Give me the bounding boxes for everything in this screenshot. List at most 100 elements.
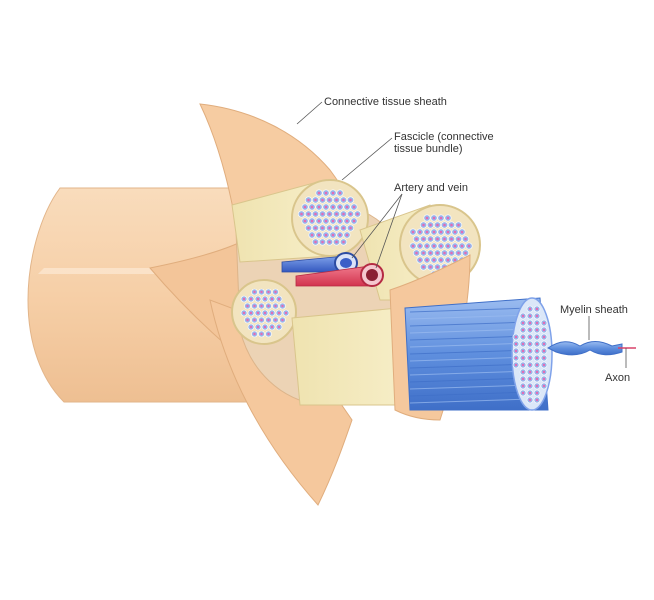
axon-core-dot — [528, 307, 532, 311]
axon-core-dot — [467, 244, 471, 248]
axon-core-dot — [253, 318, 256, 322]
artery-lumen — [366, 269, 378, 281]
axon-core-dot — [443, 237, 446, 241]
axon-core-dot — [303, 205, 307, 209]
axon-core-dot — [535, 370, 539, 374]
axon-core-dot — [274, 290, 277, 294]
label-connective-sheath: Connective tissue sheath — [324, 96, 447, 108]
axon-core-dot — [446, 258, 450, 262]
axon-core-dot — [345, 233, 349, 237]
axon-core-dot — [328, 240, 331, 244]
myelinated-fiber-stripe — [409, 363, 531, 369]
axon-core-dot — [425, 244, 429, 248]
axon-core-dot — [521, 349, 525, 353]
myelinated-fiber-stripe — [409, 314, 531, 320]
axon-core-dot — [307, 212, 310, 216]
axon-core-dot — [453, 258, 457, 262]
artery-and-vein — [281, 252, 384, 287]
axon-core-dot — [425, 216, 429, 220]
label-fascicle-line2: tissue bundle) — [394, 143, 463, 155]
axon-core-dot — [331, 219, 335, 223]
axon-core-dot — [521, 370, 525, 374]
axon-core-dot — [521, 342, 525, 346]
axon-core-dot — [535, 321, 539, 325]
axon-core-dot — [528, 363, 532, 367]
axon-core-dot — [331, 191, 335, 195]
axon-core-dot — [263, 297, 267, 301]
axon-core-dot — [528, 328, 532, 332]
axon-core-dot — [521, 363, 525, 367]
axon-core-dot — [429, 265, 432, 269]
axon-core-dot — [521, 321, 525, 325]
axon-core-dot — [432, 216, 436, 220]
axon-core-dot — [453, 244, 457, 248]
myelinated-fiber-stripe — [409, 398, 531, 404]
axon-core-dot — [281, 318, 284, 322]
axon-core-dot — [514, 349, 518, 353]
axon-core-dot — [425, 258, 429, 262]
axon-core-dot — [321, 240, 324, 244]
axon-core-dot — [260, 318, 263, 322]
axon-core-dot — [450, 223, 453, 227]
axon-core-dot — [256, 297, 260, 301]
axon-core-dot — [263, 311, 267, 315]
axon-core-dot — [317, 219, 321, 223]
axon-core-dot — [535, 342, 539, 346]
axon-core-dot — [267, 318, 270, 322]
axon-core-dot — [436, 251, 439, 255]
axon-core-dot — [429, 251, 432, 255]
myelinated-fiber-stripe — [409, 370, 531, 376]
axon-core-dot — [267, 290, 270, 294]
label-axon: Axon — [605, 372, 630, 384]
axon-core-dot — [535, 314, 539, 318]
axon-core-dot — [335, 212, 338, 216]
axon-core-dot — [528, 398, 532, 402]
labels: Connective tissue sheath Fascicle (conne… — [324, 96, 630, 384]
axon-core-dot — [310, 219, 314, 223]
axon-core-dot — [274, 318, 277, 322]
axon-core-dot — [349, 212, 352, 216]
axon-core-dot — [253, 304, 256, 308]
axon-core-dot — [460, 230, 464, 234]
axon-core-dot — [415, 251, 418, 255]
axon-core-dot — [528, 384, 532, 388]
axon-core-dot — [542, 370, 546, 374]
axon-core-dot — [521, 391, 525, 395]
axon-core-dot — [317, 233, 321, 237]
myelinated-fiber-stripe — [409, 349, 531, 355]
axon-core-dot — [345, 219, 349, 223]
axon-core-dot — [457, 223, 460, 227]
axon-core-dot — [256, 325, 260, 329]
axon-core-dot — [342, 240, 345, 244]
axon-core-dot — [446, 216, 450, 220]
axon-core-dot — [432, 258, 436, 262]
axon-core-dot — [324, 219, 328, 223]
axon-core-dot — [246, 304, 249, 308]
axon-core-dot — [521, 377, 525, 381]
axon-core-dot — [284, 311, 288, 315]
axon-core-dot — [418, 258, 422, 262]
axon-core-dot — [314, 198, 317, 202]
axon-core-dot — [535, 328, 539, 332]
axon-core-dot — [338, 205, 342, 209]
myelinated-fiber-stripe — [409, 391, 531, 397]
axon-core-dot — [324, 191, 328, 195]
axon-core-dot — [429, 237, 432, 241]
axon-core-dot — [274, 304, 277, 308]
axon-core-dot — [443, 223, 446, 227]
axon-core-dot — [542, 342, 546, 346]
vein-lumen — [340, 258, 352, 268]
axon-core-dot — [436, 223, 439, 227]
axon-core-dot — [542, 377, 546, 381]
axon-core-dot — [335, 226, 338, 230]
axon-core-dot — [535, 391, 539, 395]
axon-core-dot — [321, 198, 324, 202]
leader-artery — [375, 193, 403, 269]
axon-core-dot — [321, 226, 324, 230]
leader-lines — [296, 101, 627, 368]
label-myelin-sheath: Myelin sheath — [560, 304, 628, 316]
label-fascicle-line1: Fascicle (connective — [394, 131, 494, 143]
axon-core-dot — [457, 251, 460, 255]
axon-core-dot — [542, 356, 546, 360]
